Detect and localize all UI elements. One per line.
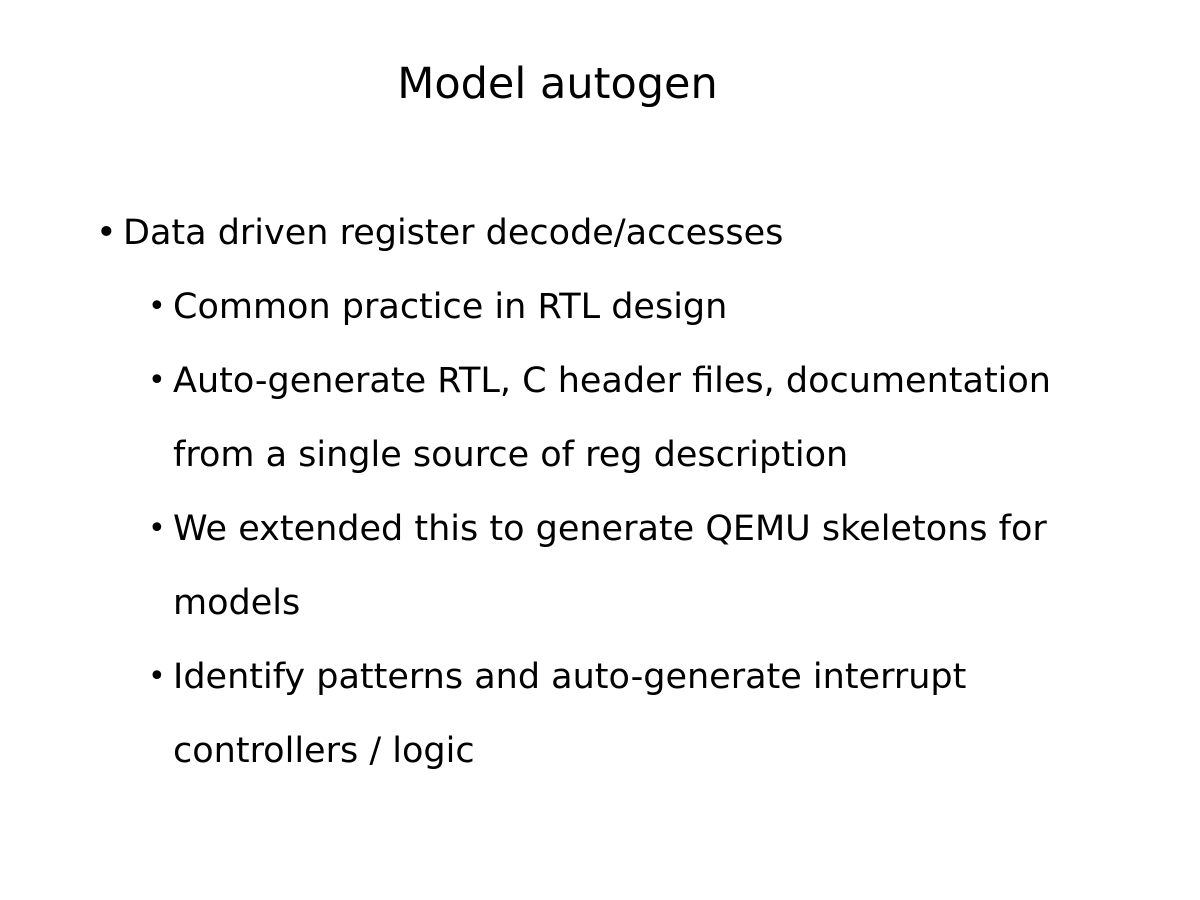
slide-body-content: • Data driven register decode/accesses •… [96,196,1106,788]
list-item: • Data driven register decode/accesses [96,196,1106,270]
list-item-label: Identify patterns and auto-generate inte… [173,657,967,771]
list-item: • Auto-generate RTL, C header files, doc… [148,344,1106,492]
page-title: Model autogen [397,59,718,109]
list-item-label: Auto-generate RTL, C header files, docum… [173,361,1051,475]
list-item-label: Data driven register decode/accesses [123,213,784,253]
list-item: • We extended this to generate QEMU skel… [148,492,1106,640]
list-item: • Identify patterns and auto-generate in… [148,640,1106,788]
list-item-label: We extended this to generate QEMU skelet… [173,509,1047,623]
bullet-icon: • [148,511,166,546]
bullet-icon: • [148,363,166,398]
bullet-icon: • [148,289,166,324]
list-item-label: Common practice in RTL design [173,287,728,327]
bullet-icon: • [96,213,117,253]
bullet-icon: • [148,659,166,694]
list-item: • Common practice in RTL design [148,270,1106,344]
